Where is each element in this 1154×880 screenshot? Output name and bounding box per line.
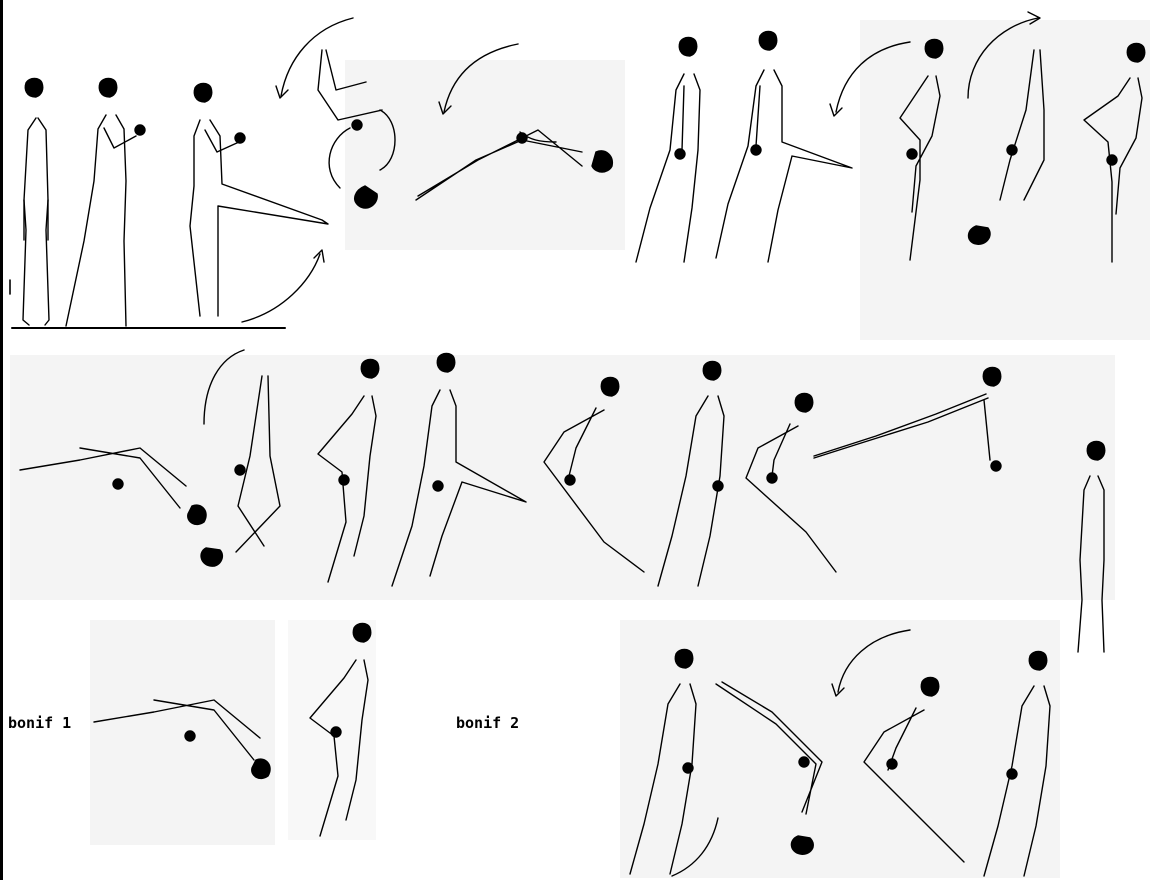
figure-bonus2-bend [864,678,964,863]
figure-vertical-pike [201,376,280,566]
rotation-arrow [838,630,910,692]
rotation-arrow [281,18,353,96]
figure-bonus2-dive [716,682,822,854]
figure-knee-tuck-2 [1084,44,1145,263]
figure-standing-3 [658,362,724,587]
figure-pike-1 [20,448,206,524]
rotation-arrow [242,254,320,322]
figure-bonus2-standing [630,650,696,875]
bonus-2-label: bonif 2 [456,716,519,731]
rotation-arrow [204,350,244,424]
figure-standing-2 [636,38,700,263]
figure-knee-tuck [900,40,943,261]
figure-leg-back-2 [392,354,526,587]
figure-standing-4 [1078,442,1105,653]
rotation-arrow [968,18,1038,98]
figure-leg-back [716,32,852,263]
figure-standing-1 [23,79,49,326]
bonus-1-label: bonif 1 [8,716,71,731]
figure-bend-forward-2 [746,394,836,573]
figure-bend-forward [544,378,644,573]
figure-bonus1-knee-tuck [310,624,371,837]
rotation-arrow [672,818,718,876]
figure-walking-fist [66,79,145,327]
figure-leg-raised [190,84,328,317]
figure-bonus1-pike [94,700,270,778]
rotation-arrow [444,44,518,112]
figure-knee-tuck-3 [318,360,379,583]
figure-bonus2-standing-2 [984,652,1050,877]
rotation-arrow [836,42,910,112]
figure-diagonal-dive [416,130,612,200]
figure-horizontal-lean [814,368,1001,472]
figure-inverted-tuck [318,50,395,208]
figure-handstand [969,50,1045,244]
